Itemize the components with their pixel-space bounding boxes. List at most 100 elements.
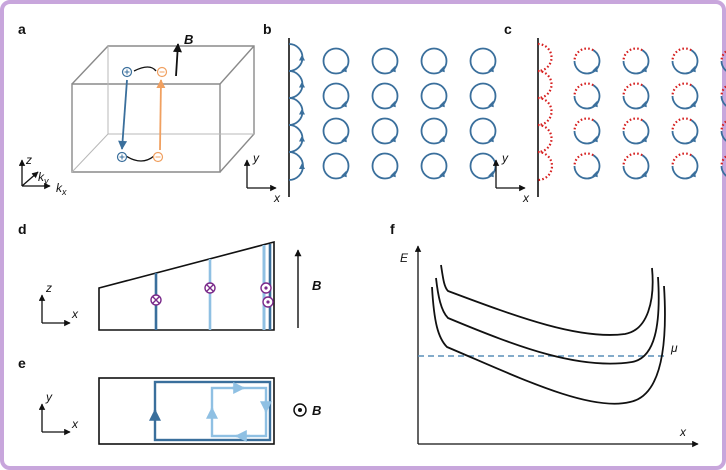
panel-d-axes: z x xyxy=(38,281,79,327)
panel-d: d B z x xyxy=(18,221,321,331)
cyclotron-orbit xyxy=(671,152,699,180)
skipping-orbit xyxy=(288,70,305,99)
panel-b-axis-y: y xyxy=(252,151,260,165)
panel-f-xlabel: x xyxy=(679,425,687,439)
orbit-arrow-icon xyxy=(390,100,396,108)
axis-ky-label: k xyxy=(38,170,45,184)
out-of-page-marker xyxy=(260,282,272,294)
panel-a-label: a xyxy=(18,21,26,37)
cyclotron-orbit xyxy=(371,82,399,110)
cyclotron-orbit xyxy=(573,117,601,145)
cyclotron-orbit xyxy=(720,155,726,177)
cyclotron-orbit xyxy=(322,82,350,110)
orbit-arrow-icon xyxy=(341,65,347,73)
panel-b-axis-x: x xyxy=(273,191,281,205)
cyclotron-orbit xyxy=(622,47,650,75)
panel-c-orbit-grid xyxy=(573,47,726,180)
skipping-orbit xyxy=(537,69,553,100)
panel-d-field-label: B xyxy=(312,278,321,293)
cyclotron-orbit xyxy=(322,117,350,145)
cyclotron-orbit xyxy=(622,82,650,110)
panel-e-label: e xyxy=(18,355,26,371)
axis-kx-sub: x xyxy=(61,187,67,197)
cyclotron-orbit xyxy=(469,117,497,145)
weyl-node-plus-bottom xyxy=(116,151,128,163)
cube-hidden-edges xyxy=(71,46,254,173)
panel-e-axis-y: y xyxy=(45,390,53,404)
weyl-node-minus-top xyxy=(156,66,168,78)
orbit-arrow-icon xyxy=(439,170,445,178)
axis-kx-label: k xyxy=(56,181,63,195)
panel-e-field-label: B xyxy=(312,403,321,418)
panel-f: f E x μ xyxy=(390,221,699,448)
orbit-arrow-icon xyxy=(341,135,347,143)
orbit-arrow-icon xyxy=(488,170,494,178)
orbit-arrow-icon xyxy=(690,100,696,108)
panel-b: b y x xyxy=(243,21,497,205)
skipping-orbit xyxy=(537,42,553,73)
cyclotron-orbit xyxy=(469,47,497,75)
cyclotron-orbit xyxy=(469,82,497,110)
orbit-arrow-icon xyxy=(592,170,598,178)
panel-a-field-label: B xyxy=(184,32,193,47)
cyclotron-orbit xyxy=(720,50,726,72)
orbit-arrow-icon xyxy=(592,135,598,143)
into-page-marker xyxy=(204,282,216,294)
cyclotron-orbit xyxy=(371,47,399,75)
bottom-connector xyxy=(125,155,155,162)
orbit-arrow-icon xyxy=(690,65,696,73)
weyl-node-plus-top xyxy=(121,66,133,78)
cyclotron-orbit xyxy=(420,47,448,75)
panel-c-skipping-orbits xyxy=(537,42,554,182)
panel-b-skipping-orbits xyxy=(288,43,305,181)
panel-a: a B xyxy=(18,21,255,197)
cyclotron-orbit xyxy=(371,152,399,180)
cyclotron-orbit xyxy=(622,117,650,145)
panel-d-label: d xyxy=(18,221,27,237)
panel-e-axis-x: x xyxy=(71,417,79,431)
panel-c-axis-x: x xyxy=(522,191,530,205)
orbit-arrow-icon xyxy=(341,170,347,178)
orbit-arrow-icon xyxy=(390,170,396,178)
panel-e-axes: y x xyxy=(38,390,79,436)
cyclotron-orbit xyxy=(371,117,399,145)
cyclotron-orbit xyxy=(671,117,699,145)
orbit-arrow-icon xyxy=(488,65,494,73)
orbit-arrow-icon xyxy=(439,135,445,143)
orbit-arrow-icon xyxy=(690,170,696,178)
orbit-arrow-icon xyxy=(641,135,647,143)
blue-arc xyxy=(118,79,128,150)
panel-c: c y x xyxy=(492,21,726,205)
into-page-marker xyxy=(150,294,162,306)
orbit-arrow-icon xyxy=(690,135,696,143)
orbit-arrow-icon xyxy=(439,100,445,108)
skipping-orbit xyxy=(537,96,553,127)
landau-level-2 xyxy=(431,285,666,405)
skipping-orbit xyxy=(537,123,553,154)
orbit-arrow-icon xyxy=(439,65,445,73)
top-connector xyxy=(133,66,157,72)
skipping-orbit xyxy=(288,151,305,181)
axis-ky-sub: y xyxy=(43,176,49,186)
cyclotron-orbit xyxy=(420,82,448,110)
orbit-arrow-icon xyxy=(592,65,598,73)
mu-label: μ xyxy=(670,341,678,355)
panel-f-ylabel: E xyxy=(400,251,409,265)
cyclotron-orbit xyxy=(420,152,448,180)
cube xyxy=(71,45,255,173)
orbit-arrow-icon xyxy=(341,100,347,108)
skipping-orbit xyxy=(288,43,305,72)
orbit-arrow-icon xyxy=(488,135,494,143)
out-of-page-marker xyxy=(262,296,274,308)
cyclotron-orbit xyxy=(322,152,350,180)
cyclotron-orbit xyxy=(573,152,601,180)
orbit-arrow-icon xyxy=(641,170,647,178)
panel-c-axis-y: y xyxy=(501,151,509,165)
cyclotron-orbit xyxy=(322,47,350,75)
orbit-arrow-icon xyxy=(390,135,396,143)
cyclotron-orbit xyxy=(671,47,699,75)
skipping-orbit xyxy=(288,97,305,126)
panel-b-axes: y x xyxy=(243,151,281,205)
svg-text:ky: ky xyxy=(38,170,49,186)
